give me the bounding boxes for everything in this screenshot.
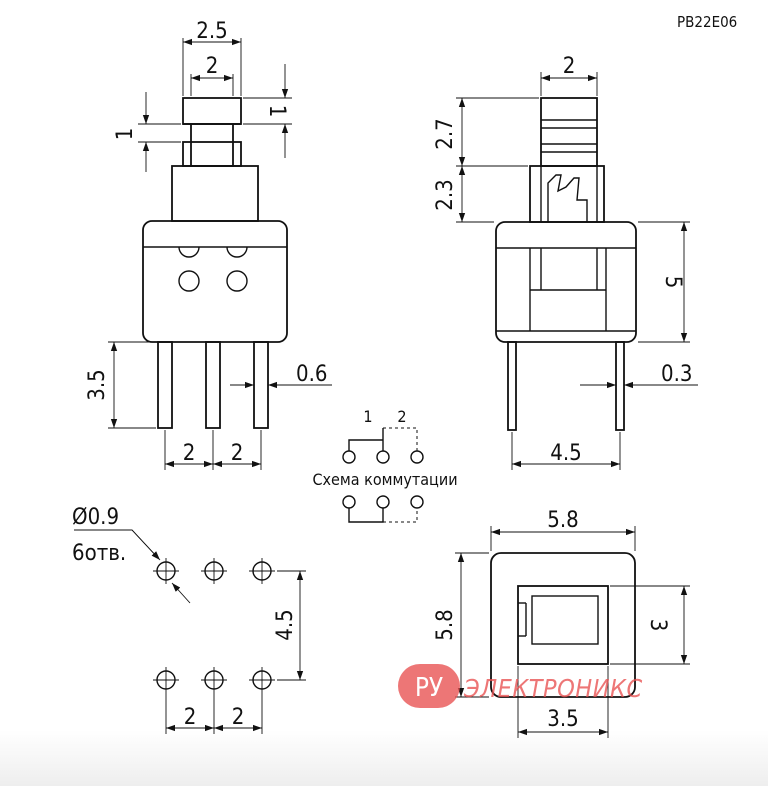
switching-schematic: 1 2 Схема коммутации xyxy=(312,407,458,523)
dim-side-pin-thickness: 0.3 xyxy=(661,362,692,387)
dim-top-height: 5.8 xyxy=(433,609,458,640)
front-button-cap xyxy=(182,97,242,125)
dim-hole-pitch-left: 2 xyxy=(184,705,197,730)
hole-bottom-middle xyxy=(201,667,227,693)
front-hole-left xyxy=(178,270,200,292)
dim-front-pitch-left: 2 xyxy=(183,441,196,466)
front-pin-left xyxy=(157,341,173,429)
dim-side-button-height: 2.7 xyxy=(433,118,458,149)
dim-top-button-height: 3 xyxy=(645,619,670,632)
top-button-frame xyxy=(517,585,609,665)
schematic-title: Схема коммутации xyxy=(312,470,457,489)
dim-side-neck-height: 2.3 xyxy=(433,179,458,210)
hole-diameter-label: Ø0.9 xyxy=(72,505,119,530)
front-hole-right xyxy=(226,270,248,292)
part-number: PB22E06 xyxy=(677,13,737,31)
dim-front-pin-length: 3.5 xyxy=(85,369,110,400)
front-view: 2.5 2 1 1 3.5 0.6 2 2 xyxy=(85,19,332,470)
front-pin-right xyxy=(253,341,269,429)
dim-front-button-inner: 2 xyxy=(206,54,219,79)
side-pin-right xyxy=(615,341,625,431)
schematic-pin-2: 2 xyxy=(397,407,406,426)
front-button-stem xyxy=(190,123,234,167)
dim-front-step-right: 1 xyxy=(264,105,289,118)
hole-bottom-right xyxy=(249,667,275,693)
dim-front-button-width: 2.5 xyxy=(196,19,227,44)
hole-top-middle xyxy=(201,558,227,584)
dim-hole-pitch-right: 2 xyxy=(232,705,245,730)
hole-top-left xyxy=(153,558,179,584)
watermark-badge xyxy=(398,664,460,708)
front-body xyxy=(142,220,288,343)
dim-top-width: 5.8 xyxy=(547,508,578,533)
side-pin-left xyxy=(507,341,517,431)
side-latch xyxy=(547,174,588,222)
hole-top-right xyxy=(249,558,275,584)
dim-front-pitch-right: 2 xyxy=(231,441,244,466)
dim-side-button-width: 2 xyxy=(563,54,576,79)
hole-count-label: 6отв. xyxy=(72,541,126,566)
side-view: 2 2.7 2.3 5 0.3 4.5 xyxy=(433,54,698,470)
top-view: 5.8 5.8 3 3.5 xyxy=(433,508,690,738)
front-pin-middle xyxy=(205,341,221,429)
dim-side-width: 4.5 xyxy=(550,441,581,466)
bottom-shade xyxy=(0,730,768,786)
dim-front-step-left: 1 xyxy=(113,128,138,141)
watermark-badge-text: РУ xyxy=(415,673,443,703)
top-button xyxy=(531,595,599,645)
watermark-text: ЭЛЕКТРОНИКС xyxy=(463,674,643,703)
front-neck xyxy=(171,165,259,222)
dim-side-body-height: 5 xyxy=(660,276,685,289)
hole-pattern: Ø0.9 6отв. xyxy=(72,505,306,734)
top-body xyxy=(490,552,636,698)
dim-front-pin-thickness: 0.6 xyxy=(296,362,327,387)
dim-top-button-width: 3.5 xyxy=(547,707,578,732)
side-button xyxy=(540,97,598,167)
schematic-pin-1: 1 xyxy=(363,407,372,426)
dim-hole-row-spacing: 4.5 xyxy=(273,609,298,640)
hole-bottom-left xyxy=(153,667,179,693)
side-body xyxy=(495,221,637,343)
watermark: РУ ЭЛЕКТРОНИКС xyxy=(398,664,643,708)
